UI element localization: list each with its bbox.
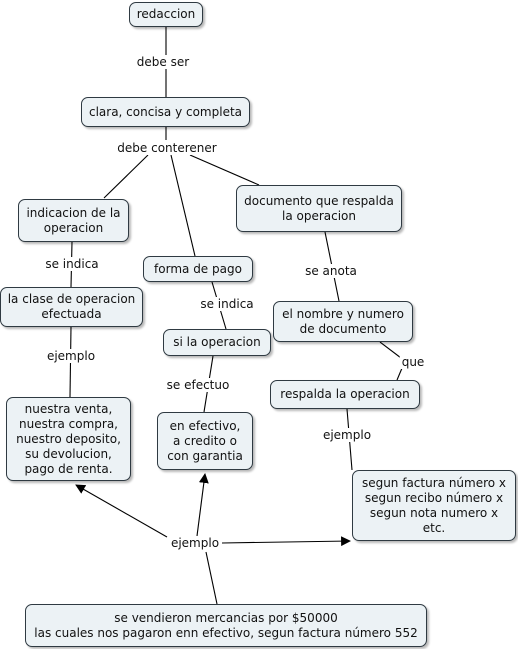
node-clase-operacion[interactable]: la clase de operacion efectuada — [0, 287, 143, 327]
link-label-ejemplo: ejemplo — [44, 349, 98, 363]
node-nuestra-venta[interactable]: nuestra venta, nuestra compra, nuestro d… — [6, 397, 131, 481]
node-indicacion-operacion[interactable]: indicacion de la operacion — [18, 199, 129, 242]
link-label-ejemplo: ejemplo — [168, 536, 222, 550]
node-documento-respalda[interactable]: documento que respalda la operacion — [236, 185, 402, 232]
node-nombre-numero-documento[interactable]: el nombre y numero de documento — [273, 301, 413, 342]
node-respalda-operacion[interactable]: respalda la operacion — [270, 380, 420, 409]
node-redaccion[interactable]: redaccion — [129, 2, 203, 27]
node-en-efectivo[interactable]: en efectivo, a credito o con garantia — [157, 412, 253, 470]
node-segun-factura[interactable]: segun factura número x segun recibo núme… — [352, 470, 516, 541]
link-label-se-efectuo: se efectuo — [164, 378, 232, 392]
link-label-debe-ser: debe ser — [134, 55, 192, 69]
link-label-ejemplo: ejemplo — [320, 428, 374, 442]
node-se-vendieron[interactable]: se vendieron mercancias por $50000 las c… — [25, 604, 427, 647]
link-label-se-indica: se indica — [43, 257, 101, 271]
node-si-la-operacion[interactable]: si la operacion — [163, 329, 271, 356]
link-label-que: que — [399, 355, 427, 369]
node-clara-concisa-completa[interactable]: clara, concisa y completa — [81, 97, 250, 127]
node-forma-de-pago[interactable]: forma de pago — [143, 256, 253, 282]
link-label-debe-conterener: debe conterener — [115, 141, 219, 155]
link-label-se-indica: se indica — [198, 297, 256, 311]
link-label-se-anota: se anota — [303, 264, 359, 278]
